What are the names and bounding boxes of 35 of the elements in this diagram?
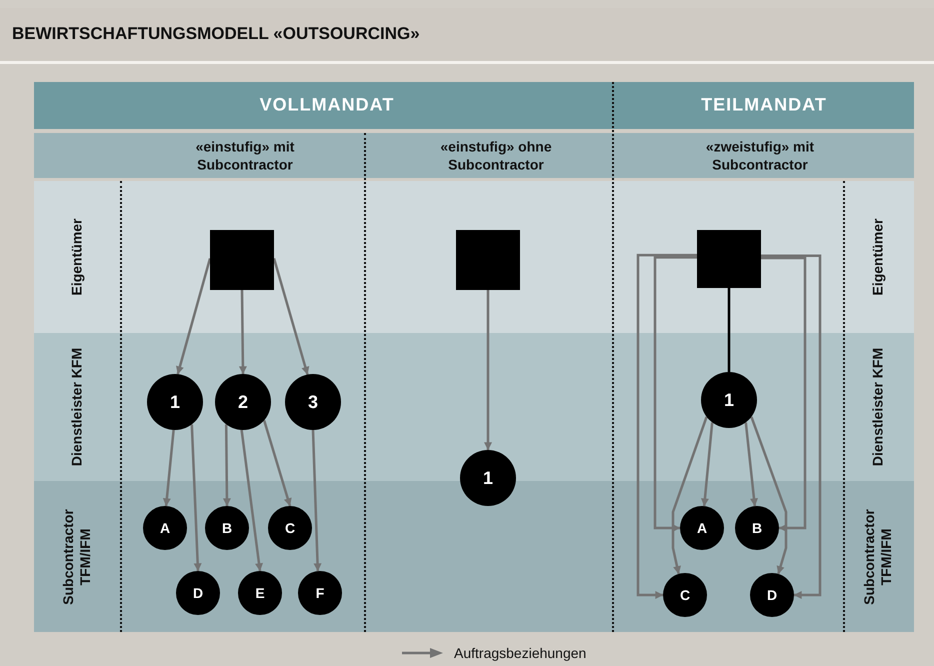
owner-square	[456, 230, 520, 290]
arrow	[162, 430, 175, 506]
arrow	[222, 424, 231, 506]
arrow	[744, 422, 758, 506]
owner-square	[697, 230, 761, 288]
column-heading: TEILMANDAT	[701, 94, 827, 116]
arrow	[272, 258, 310, 375]
row-label: Subcontractor TFM/IFM	[861, 508, 895, 607]
arrow	[176, 258, 212, 374]
column-subheading: «einstufig» ohne Subcontractor	[439, 138, 553, 174]
row-label: Subcontractor TFM/IFM	[60, 508, 94, 607]
arrow	[761, 254, 822, 600]
column-subheading: «zweistufig» mit Subcontractor	[704, 138, 816, 174]
title: BEWIRTSCHAFTUNGSMODELL «OUTSOURCING»	[12, 24, 420, 44]
arrow	[240, 430, 263, 572]
row-label: Dienstleister KFM	[870, 347, 886, 467]
arrow	[672, 416, 708, 574]
arrow	[262, 420, 292, 506]
row-label: Dienstleister KFM	[68, 347, 86, 467]
row-label: Eigentümer	[870, 218, 886, 298]
connector-line	[728, 288, 730, 372]
owner-square	[210, 230, 274, 290]
arrow	[238, 290, 247, 374]
arrow	[636, 254, 697, 599]
column-heading: VOLLMANDAT	[260, 94, 394, 116]
row-label: Eigentümer	[68, 218, 86, 298]
arrow	[190, 424, 202, 572]
arrow	[700, 422, 714, 506]
column-subheading: «einstufig» mit Subcontractor	[194, 138, 296, 174]
arrow	[750, 416, 788, 574]
arrow	[312, 430, 322, 572]
arrow	[484, 290, 492, 450]
arrow	[761, 256, 806, 532]
legend-label: Auftragsbeziehungen	[454, 645, 586, 661]
arrow	[654, 256, 697, 532]
